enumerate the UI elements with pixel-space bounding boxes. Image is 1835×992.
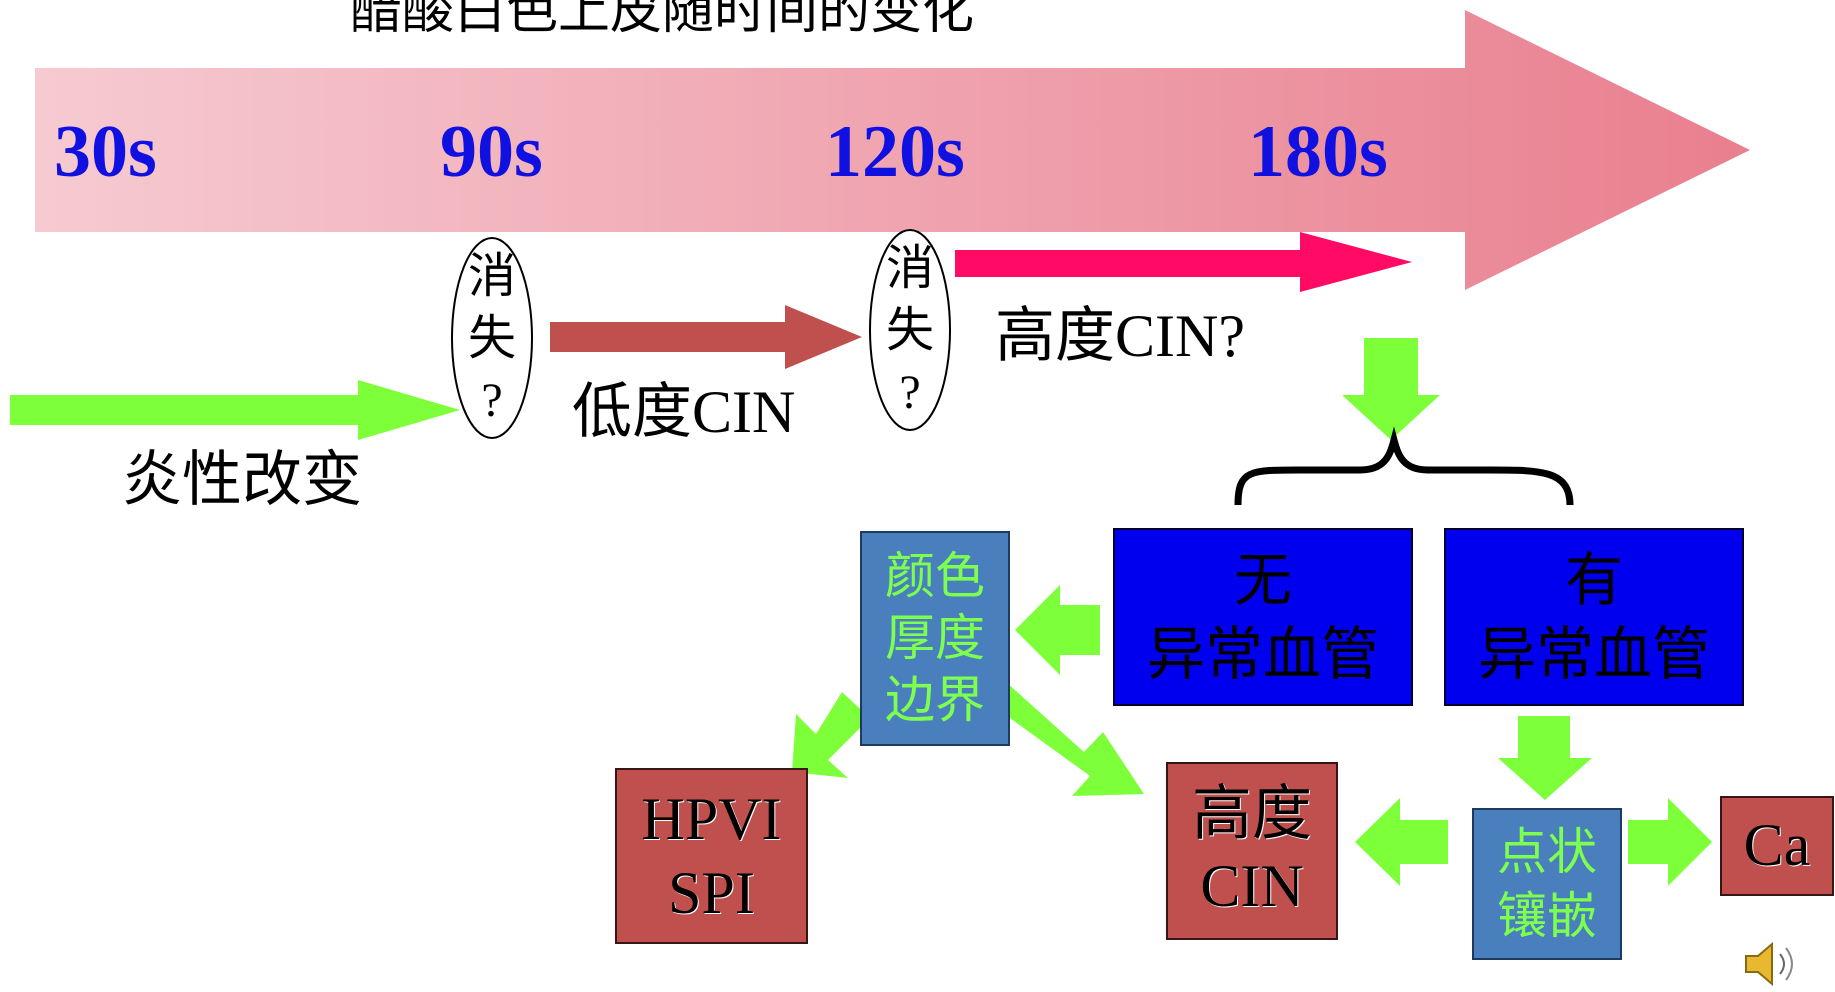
time-label: 30s: [54, 111, 157, 193]
low-cin-label: 低度CIN: [572, 379, 796, 445]
disappear-oval-2-text: 消 失 ?: [885, 242, 934, 419]
right-arrow-to-ca: [1628, 798, 1712, 886]
inflammation-label: 炎性改变: [122, 447, 362, 513]
color-thickness-border-box: 颜色 厚度 边界: [860, 531, 1010, 746]
disappear-oval-1-text: 消 失 ?: [467, 250, 516, 427]
disappear-oval-2: [869, 229, 951, 431]
speaker-icon[interactable]: [1740, 938, 1800, 990]
down-arrow-high-cin: [1342, 338, 1440, 440]
abnormal-vessels-box: 有 异常血管: [1444, 528, 1744, 706]
left-arrow-to-color-box: [1015, 585, 1100, 675]
punctation-mosaic-box: 点状 镶嵌: [1472, 808, 1622, 960]
arrow-to-high-cin: [1006, 682, 1144, 796]
high-cin-question-label: 高度CIN?: [995, 303, 1245, 369]
time-label: 180s: [1248, 111, 1388, 193]
disappear-oval-1: [451, 237, 533, 439]
down-arrow-to-punctation: [1498, 716, 1592, 800]
low-cin-arrow: [550, 305, 862, 369]
time-label: 90s: [440, 111, 543, 193]
ca-box: Ca: [1720, 796, 1834, 896]
left-arrow-to-high-cin: [1355, 798, 1448, 886]
high-cin-arrow: [955, 232, 1412, 292]
no-abnormal-vessels-box: 无 异常血管: [1113, 528, 1413, 706]
time-label: 120s: [825, 111, 965, 193]
diagram-title: 醋酸白色上皮随时间的变化: [350, 0, 975, 40]
timeline-arrow: [35, 10, 1750, 290]
brace: [1234, 426, 1574, 506]
arrow-to-hpvi: [792, 692, 870, 778]
high-cin-box: 高度 CIN: [1166, 762, 1338, 940]
inflammation-arrow: [10, 380, 460, 440]
hpvi-spi-box: HPVI SPI: [615, 768, 808, 944]
